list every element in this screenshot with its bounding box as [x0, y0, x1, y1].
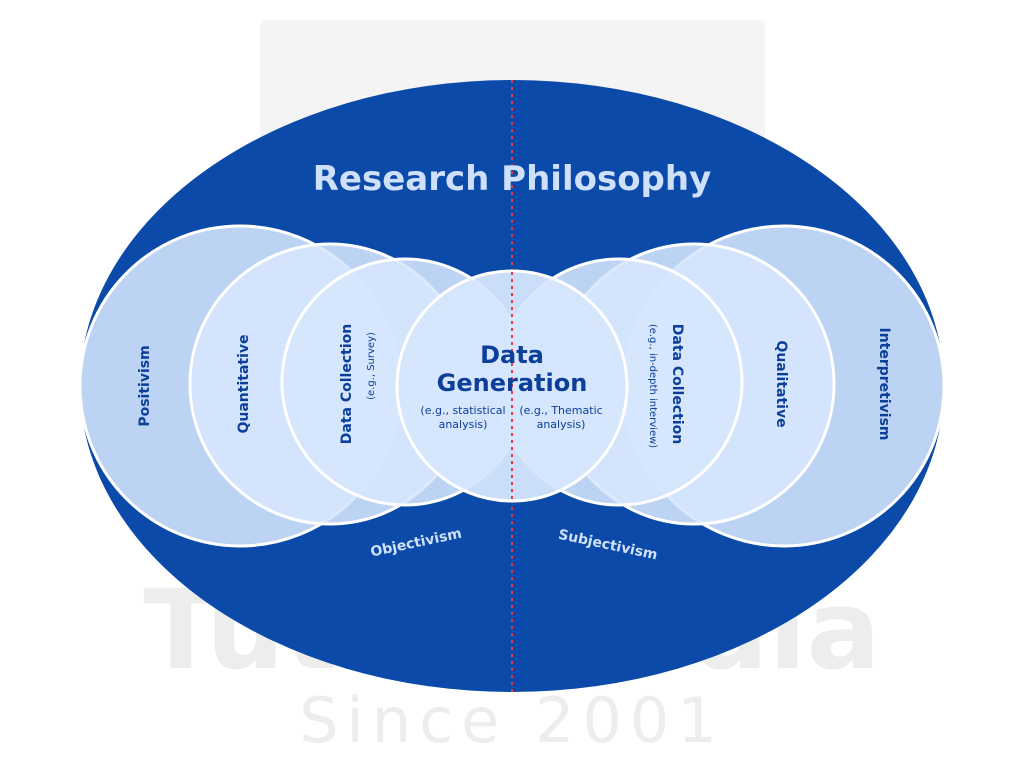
center-left-example-2: analysis) — [439, 418, 488, 431]
center-left-example-1: (e.g., statistical — [420, 404, 505, 417]
label-interview-example: (e.g., in-depth interview) — [647, 324, 658, 448]
center-right-example-2: analysis) — [537, 418, 586, 431]
label-quantitative: Quantitative — [236, 334, 252, 433]
label-survey-example: (e.g., Survey) — [366, 332, 377, 400]
watermark-since: Since 2001 — [299, 684, 725, 757]
center-right-example-1: (e.g., Thematic — [519, 404, 602, 417]
label-qualitative: Qualitative — [773, 340, 789, 427]
center-title-line2: Generation — [437, 369, 588, 397]
diagram-title: Research Philosophy — [313, 159, 712, 199]
label-data-collection-left: Data Collection — [339, 324, 355, 444]
label-positivism: Positivism — [137, 345, 153, 426]
label-data-collection-right: Data Collection — [669, 324, 685, 444]
center-title-line1: Data — [480, 341, 544, 369]
label-interpretivism: Interpretivism — [876, 327, 892, 440]
